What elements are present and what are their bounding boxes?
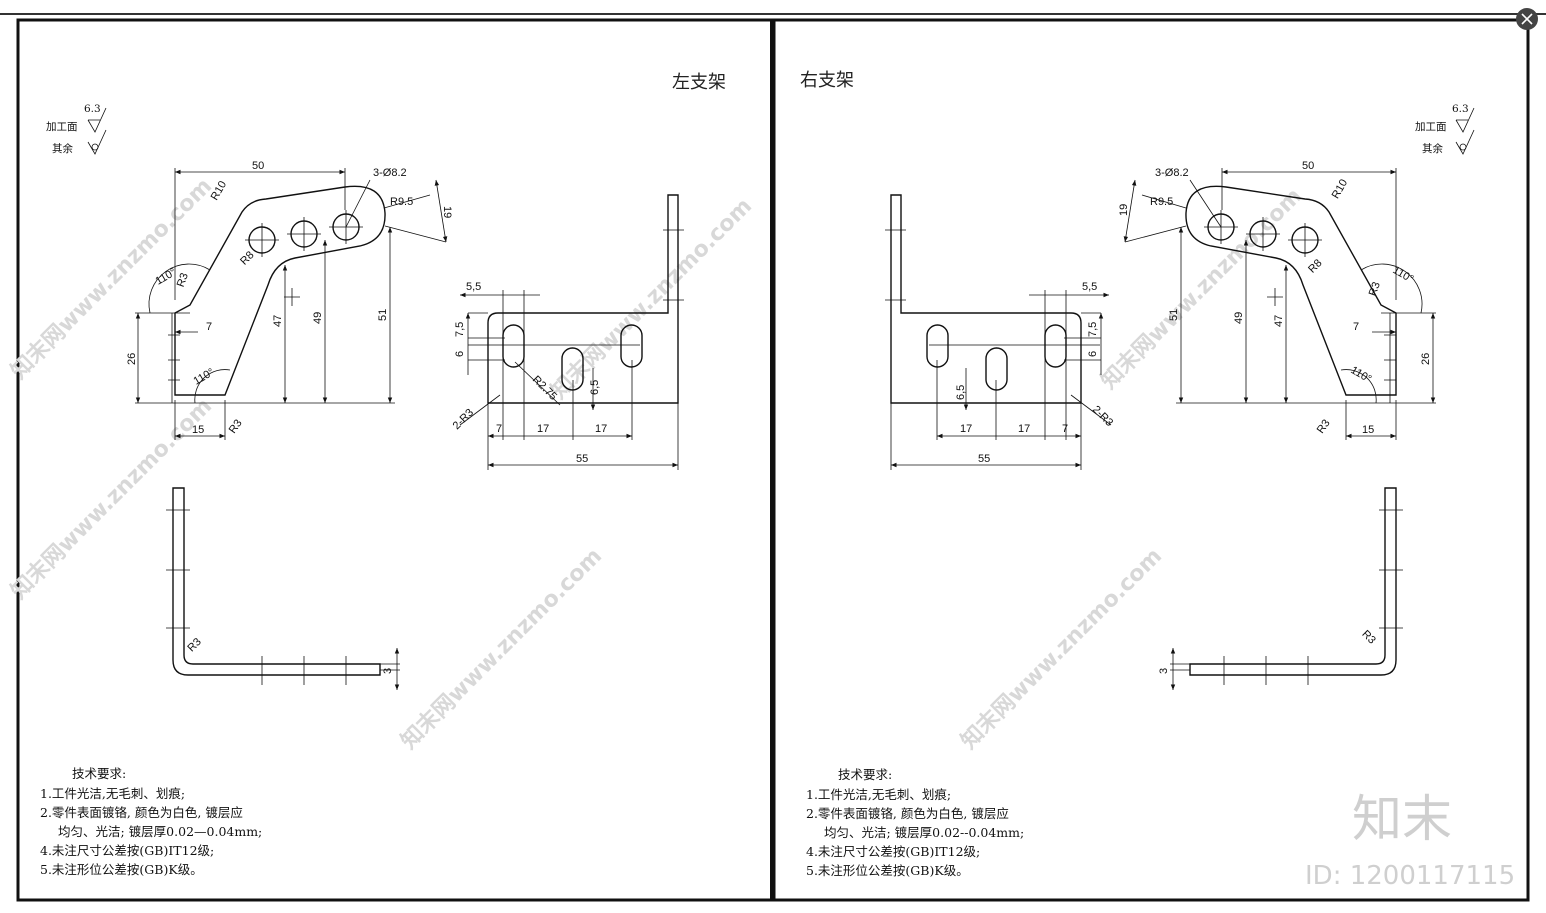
dimension-label: 26 xyxy=(126,353,138,365)
dimension-label: 15 xyxy=(1362,424,1374,436)
right-slot-view: 5,5 7,5 6 6,5 2-R3 17 17 7 55 xyxy=(885,194,1115,470)
dimension-label: 加工面 xyxy=(46,121,78,133)
dimension-label: 17 xyxy=(960,423,972,435)
brand-watermark: 知末 xyxy=(1352,790,1452,848)
dimension-label: 19 xyxy=(1118,204,1130,216)
dimension-label: 47 xyxy=(272,315,284,327)
dimension-label: 7 xyxy=(496,423,502,435)
dimension-label: 1.工件光洁,无毛刺、划痕; xyxy=(40,786,185,801)
dimension-label: R3 xyxy=(1367,280,1383,297)
dimension-label: 55 xyxy=(978,453,990,465)
dimension-label: 7,5 xyxy=(454,322,466,337)
dimension-label: 3 xyxy=(382,668,394,674)
dimension-label: 7,5 xyxy=(1087,322,1099,337)
dimension-label: 其余 xyxy=(52,142,73,155)
dimension-label: 49 xyxy=(312,312,324,324)
dimension-label: 均匀、光洁; 镀层厚0.02—0.04mm; xyxy=(58,824,262,839)
left-sheet-title: 左支架 xyxy=(672,72,726,93)
dimension-label: 50 xyxy=(252,160,264,172)
dimension-label: 均匀、光洁; 镀层厚0.02--0.04mm; xyxy=(824,825,1024,840)
dimension-label: 5.未注形位公差按(GB)K级。 xyxy=(806,863,969,878)
dimension-label: 7 xyxy=(1353,321,1359,333)
dimension-label: 51 xyxy=(1168,309,1180,321)
dimension-label: 7 xyxy=(1062,423,1068,435)
dimension-label: 3 xyxy=(1158,668,1170,674)
dimension-label: 5,5 xyxy=(1082,281,1097,293)
right-sheet-title: 右支架 xyxy=(800,70,854,91)
dimension-label: 2.零件表面镀铬, 颜色为白色, 镀层应 xyxy=(40,805,243,820)
dimension-label: 5,5 xyxy=(466,281,481,293)
right-sheet: 右支架 6.3 加工面 其余 50 3-Ø8.2 R10 R9.5 xyxy=(800,70,1475,878)
left-profile-view: 50 3-Ø8.2 R10 R9.5 19 110° R3 R8 7 26 47… xyxy=(126,160,453,440)
dimension-label: 3-Ø8.2 xyxy=(373,167,407,179)
dimension-label: 6,5 xyxy=(589,380,601,395)
dimension-label: 6 xyxy=(454,351,466,357)
dimension-label: 3-Ø8.2 xyxy=(1155,167,1189,179)
surface-roughness-symbol: 6.3 加工面 其余 xyxy=(1415,103,1475,155)
dimension-label: 加工面 xyxy=(1415,121,1447,133)
dimension-label: 7 xyxy=(206,321,212,333)
dimension-label: R9.5 xyxy=(1150,196,1173,208)
dimension-label: 17 xyxy=(1018,423,1030,435)
dimension-label: 17 xyxy=(595,423,607,435)
dimension-label: 5.未注形位公差按(GB)K级。 xyxy=(40,862,203,877)
id-watermark: ID: 1200117115 xyxy=(1305,861,1515,891)
dimension-label: 26 xyxy=(1420,353,1432,365)
dimension-label: 4.未注尺寸公差按(GB)IT12级; xyxy=(40,843,214,858)
dimension-label: 6,5 xyxy=(955,385,967,400)
dimension-label: 2.零件表面镀铬, 颜色为白色, 镀层应 xyxy=(806,806,1009,821)
dimension-label: 50 xyxy=(1302,160,1314,172)
dimension-label: 47 xyxy=(1273,315,1285,327)
left-technical-notes: 技术要求: 1.工件光洁,无毛刺、划痕; 2.零件表面镀铬, 颜色为白色, 镀层… xyxy=(40,766,262,877)
dimension-label: 6.3 xyxy=(84,103,101,115)
dimension-label: 1.工件光洁,无毛刺、划痕; xyxy=(806,787,951,802)
dimension-label: 4.未注尺寸公差按(GB)IT12级; xyxy=(806,844,980,859)
dimension-label: 55 xyxy=(576,453,588,465)
dimension-label: 51 xyxy=(377,309,389,321)
close-button[interactable] xyxy=(1516,8,1538,30)
dimension-label: 19 xyxy=(441,206,453,218)
dimension-label: 17 xyxy=(537,423,549,435)
surface-roughness-symbol: 6.3 加工面 其余 xyxy=(46,103,107,155)
right-technical-notes: 技术要求: 1.工件光洁,无毛刺、划痕; 2.零件表面镀铬, 颜色为白色, 镀层… xyxy=(806,767,1024,878)
dimension-label: 6 xyxy=(1087,351,1099,357)
dimension-label: R3 xyxy=(175,271,191,288)
dimension-label: R9.5 xyxy=(390,196,413,208)
dimension-label: 技术要求: xyxy=(72,766,126,781)
dimension-label: 其余 xyxy=(1422,142,1444,155)
dimension-label: 15 xyxy=(192,424,204,436)
dimension-label: 6.3 xyxy=(1452,103,1469,115)
dimension-label: 技术要求: xyxy=(838,767,892,782)
dimension-label: 49 xyxy=(1233,312,1245,324)
